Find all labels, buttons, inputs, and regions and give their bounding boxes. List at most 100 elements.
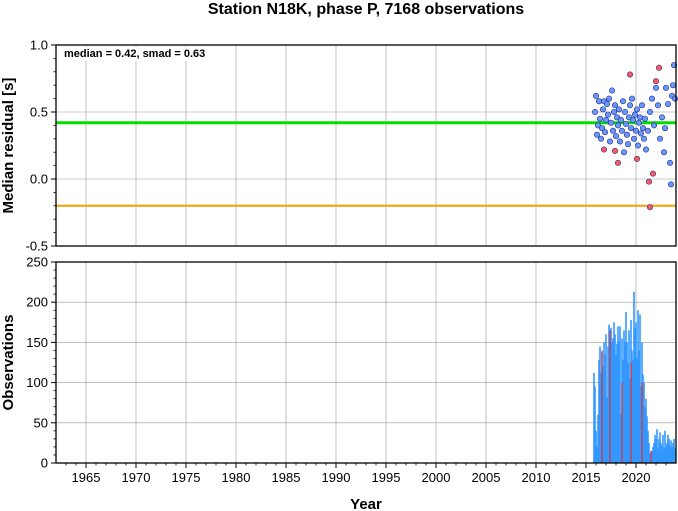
residual-point-red bbox=[646, 204, 653, 211]
residual-point bbox=[624, 141, 631, 148]
observation-bar bbox=[606, 397, 608, 463]
residual-point bbox=[607, 119, 614, 126]
observation-bar bbox=[615, 354, 617, 463]
residual-point bbox=[664, 100, 671, 107]
observation-bar bbox=[644, 406, 646, 463]
x-tick-label: 2000 bbox=[422, 470, 451, 485]
residual-point bbox=[597, 135, 604, 142]
observation-bar-red bbox=[641, 382, 643, 463]
observation-bar bbox=[643, 382, 645, 463]
observation-bar bbox=[655, 438, 657, 463]
residual-point bbox=[604, 111, 611, 118]
residual-point-red bbox=[611, 147, 618, 154]
x-tick-label: 1995 bbox=[372, 470, 401, 485]
observation-bar bbox=[629, 378, 631, 463]
observation-bar bbox=[640, 386, 642, 463]
observation-bar bbox=[671, 446, 673, 463]
x-tick-label: 2005 bbox=[472, 470, 501, 485]
residual-point-red bbox=[655, 64, 662, 71]
residual-point bbox=[667, 181, 674, 188]
observation-bar bbox=[664, 430, 666, 463]
observation-bar bbox=[602, 366, 604, 463]
observation-bar bbox=[593, 372, 595, 463]
observation-bar-red bbox=[601, 350, 603, 463]
observation-bar bbox=[645, 398, 647, 463]
residual-point-red bbox=[626, 71, 633, 78]
observation-bar bbox=[599, 346, 601, 463]
residual-point bbox=[621, 109, 628, 116]
observation-bar bbox=[603, 342, 605, 463]
observation-bar bbox=[634, 327, 636, 463]
observation-bar bbox=[636, 358, 638, 463]
annotation-box bbox=[60, 47, 223, 61]
residual-point bbox=[593, 131, 600, 138]
observation-bar bbox=[631, 350, 633, 463]
observation-bar bbox=[595, 430, 597, 463]
x-tick-label: 1970 bbox=[122, 470, 151, 485]
residual-point bbox=[622, 121, 629, 128]
observation-bar bbox=[658, 438, 660, 463]
observation-bar bbox=[669, 445, 671, 463]
residual-point bbox=[640, 135, 647, 142]
residual-point bbox=[631, 111, 638, 118]
residual-point bbox=[599, 106, 606, 113]
observation-bar bbox=[667, 434, 669, 463]
x-tick-label: 1975 bbox=[172, 470, 201, 485]
observation-bar bbox=[627, 362, 629, 463]
observation-bar bbox=[594, 386, 596, 463]
residual-point bbox=[591, 109, 598, 116]
observation-bar bbox=[611, 342, 613, 463]
residual-point bbox=[654, 102, 661, 109]
residual-point bbox=[646, 109, 653, 116]
residual-point bbox=[634, 142, 641, 149]
observation-bar-red bbox=[621, 382, 623, 463]
observation-bar bbox=[674, 448, 676, 463]
observation-bar bbox=[596, 446, 598, 463]
residual-point bbox=[595, 98, 602, 105]
observation-bar bbox=[598, 360, 600, 463]
residual-point bbox=[642, 146, 649, 153]
y-tick-label: 150 bbox=[26, 335, 48, 350]
x-tick-label: 2015 bbox=[572, 470, 601, 485]
observation-bar bbox=[628, 330, 630, 463]
observation-bar bbox=[646, 416, 648, 463]
residual-point bbox=[592, 92, 599, 99]
residual-point bbox=[629, 117, 636, 124]
observation-bar bbox=[639, 314, 641, 463]
observation-bar bbox=[614, 334, 616, 463]
residual-point bbox=[617, 117, 624, 124]
observation-bar bbox=[648, 442, 650, 463]
observation-bar bbox=[600, 372, 602, 463]
residual-point bbox=[609, 127, 616, 134]
residual-point bbox=[615, 106, 622, 113]
observation-bar-red bbox=[609, 330, 611, 463]
residual-point-red bbox=[633, 155, 640, 162]
y-tick-label: 250 bbox=[26, 255, 48, 270]
observation-bar bbox=[666, 442, 668, 463]
y-tick-label: 0 bbox=[41, 456, 48, 471]
y-tick-label: -0.5 bbox=[26, 239, 48, 254]
observation-bar bbox=[618, 340, 620, 463]
x-tick-label: 2010 bbox=[522, 470, 551, 485]
observation-bar bbox=[622, 360, 624, 463]
residual-point bbox=[644, 127, 651, 134]
observation-bar bbox=[626, 342, 628, 463]
observation-bar bbox=[612, 338, 614, 463]
observation-bar bbox=[652, 446, 654, 463]
residual-point bbox=[619, 98, 626, 105]
x-tick-label: 1980 bbox=[222, 470, 251, 485]
observation-bar bbox=[635, 322, 637, 463]
residual-point bbox=[656, 135, 663, 142]
residual-point bbox=[616, 138, 623, 145]
residual-point bbox=[662, 84, 669, 91]
residual-point-red bbox=[614, 159, 621, 166]
residual-point-red bbox=[645, 178, 652, 185]
observation-bar bbox=[673, 438, 675, 463]
residual-point bbox=[630, 135, 637, 142]
observation-bar-red bbox=[650, 450, 652, 463]
observations-y-axis-label: Observations bbox=[0, 315, 17, 411]
residual-point bbox=[628, 95, 635, 102]
observation-bar bbox=[610, 327, 612, 463]
residual-point bbox=[596, 115, 603, 122]
